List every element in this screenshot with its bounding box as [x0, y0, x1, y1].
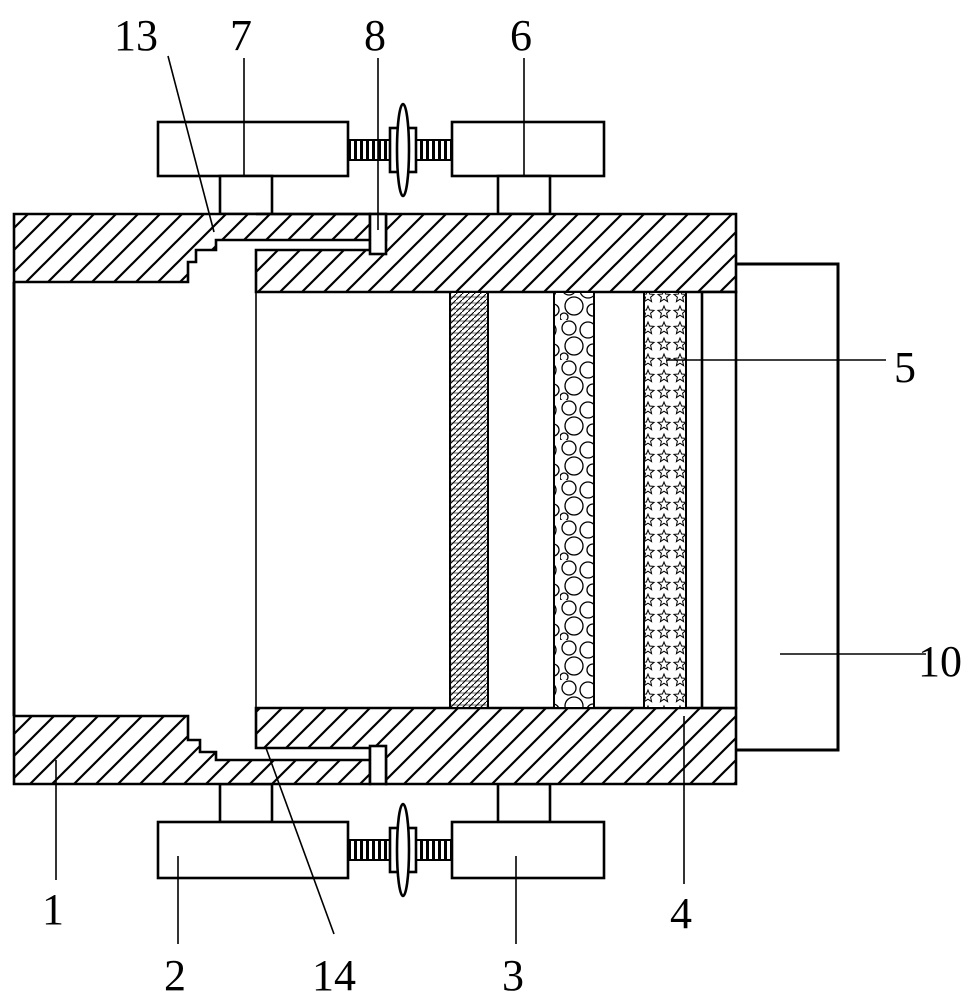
label-6: 6 — [510, 11, 532, 60]
filter-mesh-layer — [449, 291, 489, 709]
leader-lines — [55, 55, 926, 944]
threaded-rod-top-left — [347, 139, 391, 161]
leader-14 — [265, 747, 335, 935]
adjust-wheel-bottom — [395, 802, 411, 898]
label-1: 1 — [42, 885, 64, 934]
threaded-rod-bottom-right — [415, 839, 453, 861]
end-cap-outline — [736, 262, 840, 752]
clamp-block-top-left — [156, 120, 350, 178]
label-5: 5 — [894, 343, 916, 392]
threaded-rod-bottom-left — [347, 839, 391, 861]
label-2: 2 — [164, 951, 186, 1000]
end-cap-10 — [736, 262, 840, 752]
pipe-body — [12, 212, 738, 786]
clamp-block-bottom-left — [156, 820, 350, 880]
label-7: 7 — [230, 11, 252, 60]
clamp-block-bottom-right — [450, 820, 606, 880]
filter-star-layer — [643, 291, 687, 709]
left-pipe-bottom-wall — [12, 714, 372, 786]
clamp-block-top-right — [450, 120, 606, 178]
clamp-foot-top-right — [496, 174, 552, 216]
reference-numbers: 13 7 8 6 5 10 1 4 2 14 3 — [42, 11, 962, 1000]
bolt-bottom — [368, 744, 388, 786]
bottom-clamp-assembly — [156, 782, 606, 898]
leader-13 — [167, 55, 215, 233]
filter-layers — [449, 290, 738, 710]
label-14: 14 — [312, 951, 356, 1000]
top-clamp-assembly — [156, 102, 606, 216]
adjust-wheel-top — [395, 102, 411, 198]
threaded-rod-top-right — [415, 139, 453, 161]
label-3: 3 — [502, 951, 524, 1000]
clamp-foot-bottom-left — [218, 782, 274, 824]
label-10: 10 — [918, 637, 962, 686]
label-4: 4 — [670, 889, 692, 938]
filter-bubble-layer — [553, 291, 595, 709]
label-13: 13 — [114, 11, 158, 60]
filter-plate — [700, 290, 738, 710]
clamp-foot-bottom-right — [496, 782, 552, 824]
clamp-foot-top-left — [218, 174, 274, 216]
label-8: 8 — [364, 11, 386, 60]
